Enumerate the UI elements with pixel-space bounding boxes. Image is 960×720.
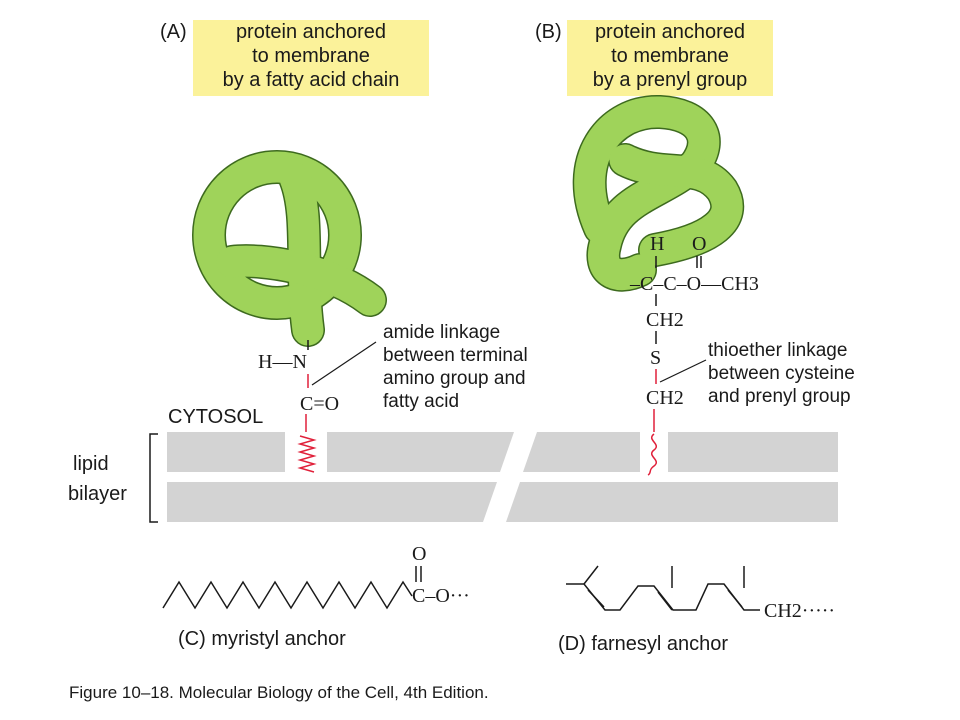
fatty-acid-chain-in-membrane xyxy=(297,435,317,473)
myristyl-caption: (C) myristyl anchor xyxy=(178,628,346,650)
farnesyl-double-bond-2 xyxy=(657,591,673,611)
amide-label-line-1: amide linkage xyxy=(383,322,500,343)
carbonyl-o-label: O xyxy=(692,233,706,255)
panel-b-letter: (B) xyxy=(535,21,562,43)
myristyl-zigzag-chain xyxy=(162,580,413,610)
protein-a xyxy=(192,150,387,347)
ch2-bottom-label: CH2 xyxy=(646,387,684,409)
farnesyl-methyl-1 xyxy=(583,565,599,585)
myristyl-carbonyl-label: C–O··· xyxy=(412,585,470,607)
bilayer-label-line-1: lipid xyxy=(73,453,109,475)
cysteine-h-label: H xyxy=(650,233,664,255)
farnesyl-double-bond-1 xyxy=(587,589,605,608)
panel-b-title-line-3: by a prenyl group xyxy=(593,69,748,91)
panel-a-chemistry: H—N C=O xyxy=(258,340,377,473)
panel-d-farnesyl: CH2····· (D) farnesyl anchor xyxy=(558,565,835,655)
panel-a-title-line-1: protein anchored xyxy=(236,21,386,43)
anchor-gap-a xyxy=(285,430,327,474)
figure-caption: Figure 10–18. Molecular Biology of the C… xyxy=(69,683,489,702)
thioether-label-line-1: thioether linkage xyxy=(708,340,847,361)
myristyl-oxygen-label: O xyxy=(412,543,426,565)
amide-linkage-label: amide linkage between terminal amino gro… xyxy=(383,322,528,412)
panel-a-title-highlight xyxy=(193,20,429,96)
panel-a-title-line-2: to membrane xyxy=(252,45,370,67)
amine-hn-label: H—N xyxy=(258,351,307,373)
panel-a-header: (A) protein anchored to membrane by a fa… xyxy=(160,20,429,96)
bilayer-label-line-2: bilayer xyxy=(68,483,127,505)
thioether-label-line-3: and prenyl group xyxy=(708,386,851,407)
farnesyl-ch2-label: CH2····· xyxy=(764,600,835,622)
thioether-pointer-line xyxy=(659,359,707,383)
cytosol-label: CYTOSOL xyxy=(168,406,263,428)
ester-chain-label: –C–C–O—CH3 xyxy=(629,273,759,295)
amide-label-line-4: fatty acid xyxy=(383,391,459,412)
protein-b xyxy=(572,95,745,292)
panel-b-header: (B) protein anchored to membrane by a pr… xyxy=(535,20,773,96)
panel-a-title-line-3: by a fatty acid chain xyxy=(223,69,400,91)
farnesyl-double-bond-3 xyxy=(727,589,743,608)
amide-label-line-3: amino group and xyxy=(383,368,526,389)
panel-b-title-highlight xyxy=(567,20,773,96)
anchor-gap-b xyxy=(640,430,668,474)
sulfur-label: S xyxy=(650,347,661,369)
carbonyl-label: C=O xyxy=(300,393,339,415)
farnesyl-caption: (D) farnesyl anchor xyxy=(558,633,728,655)
panel-a-letter: (A) xyxy=(160,21,187,43)
bilayer-top-leaflet-left xyxy=(167,432,514,472)
thioether-label-line-2: between cysteine xyxy=(708,363,855,384)
panel-b-title-line-2: to membrane xyxy=(611,45,729,67)
thioether-linkage-label: thioether linkage between cysteine and p… xyxy=(708,340,855,407)
bilayer-bracket xyxy=(149,433,158,523)
panel-b-title-line-1: protein anchored xyxy=(595,21,745,43)
prenyl-chain-in-membrane xyxy=(647,433,657,476)
bilayer-bottom-leaflet-right xyxy=(506,482,838,522)
bilayer-top-leaflet-right xyxy=(523,432,838,472)
amide-pointer-line xyxy=(311,341,377,386)
panel-c-myristyl: O C–O··· (C) myristyl anchor xyxy=(162,543,470,650)
amide-label-line-2: between terminal xyxy=(383,345,528,366)
ch2-top-label: CH2 xyxy=(646,309,684,331)
panel-b-chemistry: H O –C–C–O—CH3 CH2 S CH2 xyxy=(629,233,759,476)
lipid-bilayer: lipid bilayer xyxy=(68,430,838,523)
bilayer-bottom-leaflet-left xyxy=(167,482,497,522)
